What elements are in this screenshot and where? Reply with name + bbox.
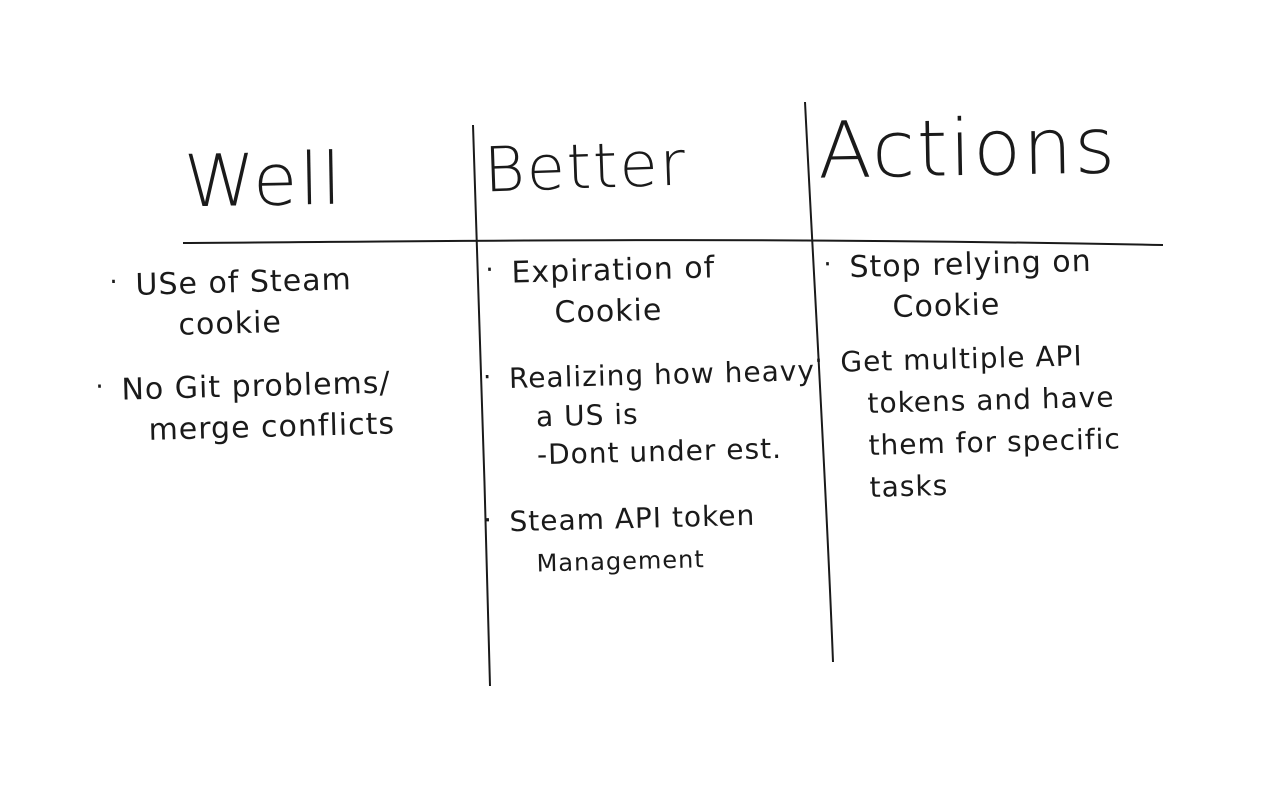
column-divider-right bbox=[804, 101, 834, 663]
item-line: USe of Steam bbox=[135, 262, 353, 303]
item-line: Steam API token bbox=[509, 498, 756, 539]
item-line: No Git problems/ bbox=[121, 365, 391, 408]
actions-item-1: · Stop relying on Cookie bbox=[823, 241, 1093, 330]
item-line: them for specific bbox=[868, 422, 1122, 462]
bullet-point: · bbox=[483, 505, 494, 536]
item-line: tasks bbox=[869, 468, 949, 504]
item-line: Cookie bbox=[554, 293, 663, 331]
item-line: Realizing how heavy bbox=[508, 354, 816, 396]
header-divider-line bbox=[182, 239, 1164, 246]
better-item-1: · Expiration of Cookie bbox=[485, 247, 717, 335]
column-title-actions: Actions bbox=[817, 101, 1118, 197]
bullet-point: · bbox=[813, 346, 825, 377]
item-line: cookie bbox=[178, 305, 283, 344]
well-item-1: · USe of Steam cookie bbox=[109, 259, 353, 347]
column-divider-left bbox=[472, 124, 491, 687]
well-item-2: · No Git problems/ merge conflicts bbox=[95, 362, 396, 452]
bullet-point: · bbox=[823, 249, 834, 280]
item-line: Expiration of bbox=[511, 250, 716, 291]
item-line: Management bbox=[536, 544, 706, 578]
bullet-point: · bbox=[109, 267, 120, 298]
bullet-point: · bbox=[482, 362, 493, 393]
column-title-better: Better bbox=[482, 126, 689, 207]
item-line: Stop relying on bbox=[849, 243, 1093, 286]
item-line: Get multiple API bbox=[839, 339, 1084, 379]
better-item-2: · Realizing how heavy a US is -Dont unde… bbox=[483, 352, 818, 476]
item-line: merge conflicts bbox=[148, 406, 396, 449]
column-title-well: Well bbox=[183, 136, 345, 224]
item-line: Cookie bbox=[892, 287, 1001, 326]
bullet-point: · bbox=[95, 372, 106, 403]
item-line: -Dont under est. bbox=[536, 432, 783, 472]
item-line: tokens and have bbox=[867, 380, 1115, 420]
actions-item-2: · Get multiple API tokens and have them … bbox=[814, 334, 1123, 509]
better-item-3: · Steam API token Management bbox=[483, 497, 757, 581]
bullet-point: · bbox=[485, 255, 496, 286]
